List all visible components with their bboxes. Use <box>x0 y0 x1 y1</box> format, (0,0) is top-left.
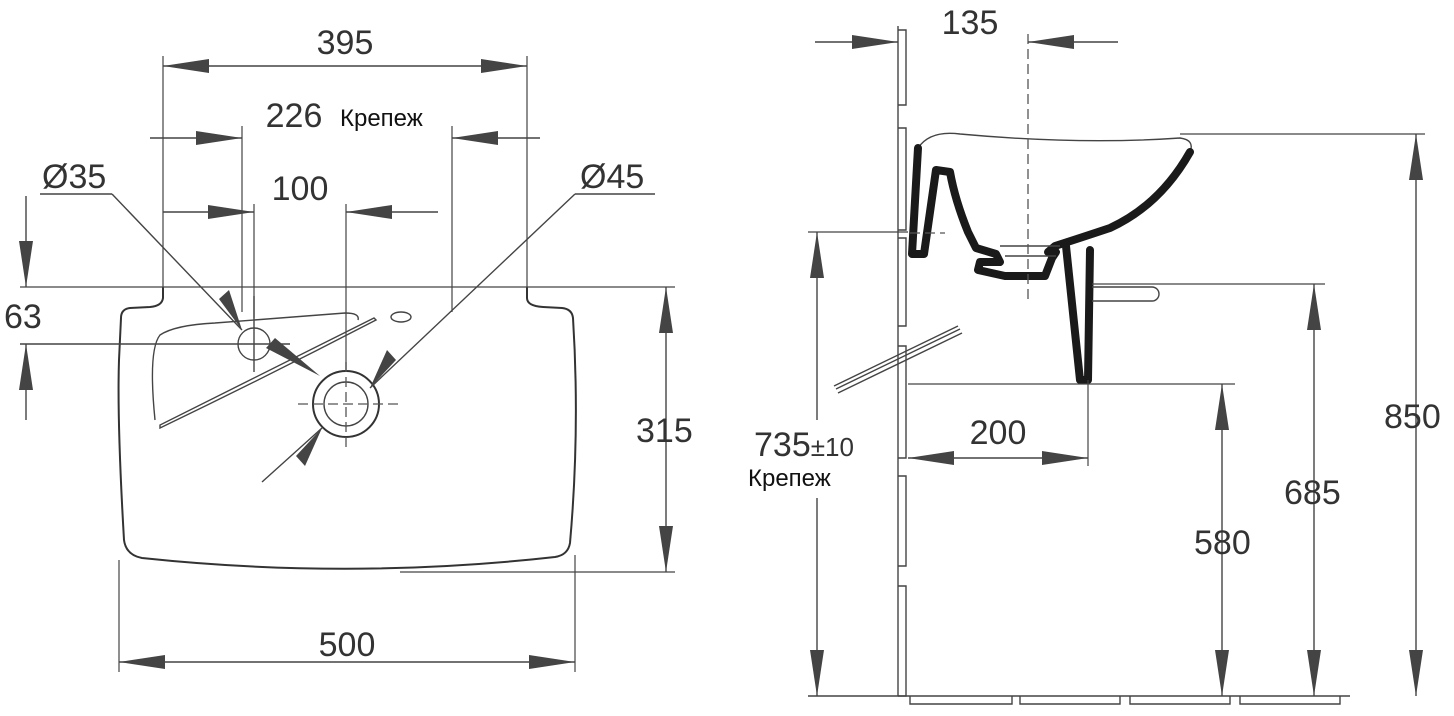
inner-bowl-edge <box>159 317 378 430</box>
dim-100: 100 <box>272 170 329 208</box>
floor <box>808 695 1350 705</box>
dim-395: 395 <box>317 24 374 62</box>
dim-500: 500 <box>319 626 376 664</box>
basin-bowl <box>1044 148 1194 256</box>
dim-735-tolerance: ±10 <box>811 432 854 462</box>
side-view: 135 735±10 Крепеж 200 580 685 850 <box>748 4 1441 705</box>
wall <box>897 26 907 697</box>
top-view: 395 226 Крепеж 100 Ø35 Ø45 63 <box>4 24 693 672</box>
overflow-slot <box>390 311 412 323</box>
dim-850: 850 <box>1384 398 1441 436</box>
siphon-pipe <box>1092 286 1160 302</box>
dim-d35: Ø35 <box>42 158 106 196</box>
basin-rim <box>917 132 1192 153</box>
top-mounting-label: Крепеж <box>340 105 423 132</box>
dim-135: 135 <box>942 4 999 42</box>
side-mounting-label: Крепеж <box>748 465 831 492</box>
dim-735-value: 735 <box>754 426 811 464</box>
basin-back <box>908 144 1060 280</box>
dim-580: 580 <box>1194 524 1251 562</box>
dim-200: 200 <box>970 414 1027 452</box>
dim-63: 63 <box>4 298 42 336</box>
pedestal-leg <box>1062 242 1094 384</box>
dim-315: 315 <box>636 412 693 450</box>
inner-bowl-curve <box>151 312 359 421</box>
dim-d45: Ø45 <box>580 158 644 196</box>
dim-226: 226 <box>266 97 323 135</box>
dim-685: 685 <box>1284 474 1341 512</box>
dim-735: 735±10 <box>754 426 854 464</box>
